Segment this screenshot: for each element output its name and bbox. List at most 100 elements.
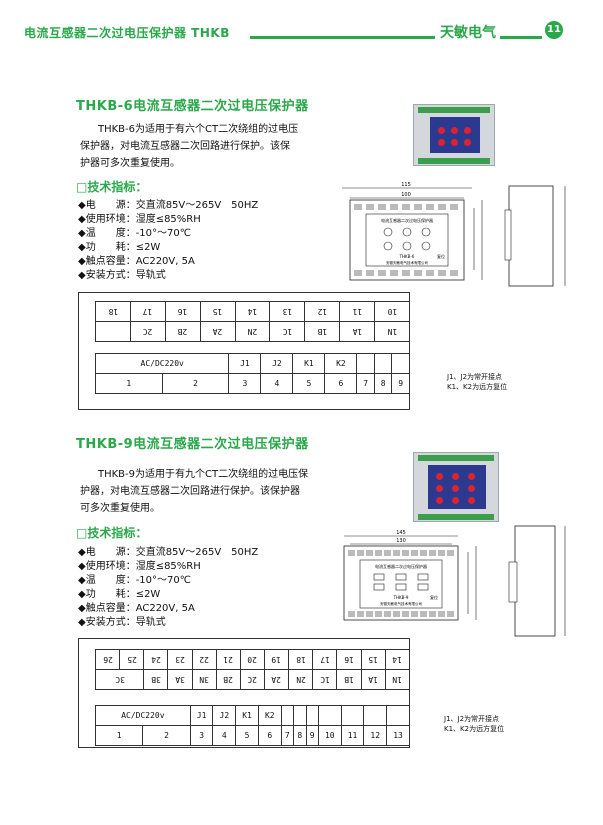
terminal-label: K2 xyxy=(324,353,358,374)
drawing-reset: 复位 xyxy=(430,594,438,600)
terminal-label xyxy=(363,705,388,726)
thkb9-terminal-frame xyxy=(78,638,410,748)
spec-item: ◆功 耗：≤2W xyxy=(78,242,161,253)
terminal-number: 14 xyxy=(385,649,410,670)
spec-item: ◆使用环境：湿度≤85%RH xyxy=(78,214,201,225)
terminal-label: 1B xyxy=(304,321,340,342)
section2-spec-heading: □技术指标： xyxy=(76,526,148,540)
terminal-number: 26 xyxy=(95,649,120,670)
thkb6-note: J1、J2为常开接点 K1、K2为远方复位 xyxy=(447,373,508,391)
terminal-number: 4 xyxy=(212,725,237,746)
terminal-number: 7 xyxy=(356,373,375,394)
thkb6-side-drawing xyxy=(503,180,578,290)
terminal-number: 6 xyxy=(324,373,358,394)
thkb6-terminal-top: 18 17 16 15 14 13 12 11 10 2C 2B 2A 2N 1… xyxy=(95,301,410,342)
terminal-label xyxy=(305,705,319,726)
section2-intro: THKB-9为适用于有九个CT二次绕组的过电压保 护器，对电流互感器二次回路进行… xyxy=(80,469,309,514)
terminal-label: 2B xyxy=(165,321,201,342)
spec-item: ◆功 耗：≤2W xyxy=(78,589,161,600)
terminal-number: 3 xyxy=(228,373,262,394)
terminal-label: J1 xyxy=(189,705,214,726)
terminal-number: 11 xyxy=(340,725,365,746)
terminal-label: 1B xyxy=(336,669,362,690)
header-rule-right xyxy=(500,36,542,39)
spec-item: ◆温 度：-10°～70℃ xyxy=(78,228,191,239)
terminal-number: 3 xyxy=(189,725,214,746)
terminal-number: 18 xyxy=(288,649,313,670)
section1-spec-list: ◆电 源：交直流85V～265V 50HZ ◆使用环境：湿度≤85%RH ◆温 … xyxy=(78,199,258,283)
drawing-model: THKB-9 xyxy=(393,595,409,600)
drawing-label-top: 电流互感器二次过电压保护器 xyxy=(381,217,433,223)
terminal-number: 25 xyxy=(119,649,144,670)
page-header: 电流互感器二次过电压保护器 THKB 天敏电气 11 xyxy=(0,0,603,44)
terminal-number: 6 xyxy=(257,725,282,746)
terminal-number: 20 xyxy=(240,649,265,670)
terminal-label xyxy=(317,705,342,726)
terminal-number: 10 xyxy=(317,725,342,746)
terminal-number: 12 xyxy=(304,301,340,322)
terminal-number: 15 xyxy=(361,649,386,670)
terminal-number: 11 xyxy=(339,301,375,322)
terminal-label xyxy=(373,353,393,374)
section1-title: THKB-6电流互感器二次过电压保护器 xyxy=(76,99,309,114)
dim-inner-label: 100 xyxy=(401,192,411,198)
terminal-number: 9 xyxy=(391,373,410,394)
terminal-number: 9 xyxy=(305,725,319,746)
thkb9-product-photo xyxy=(413,452,499,522)
terminal-number: 17 xyxy=(130,301,166,322)
header-brand: 天敏电气 xyxy=(440,25,496,41)
terminal-label: K2 xyxy=(257,705,282,726)
terminal-label: 2A xyxy=(264,669,289,690)
terminal-number: 8 xyxy=(293,725,307,746)
spec-item: ◆触点容量：AC220V, 5A xyxy=(78,603,195,614)
terminal-label: 3A xyxy=(167,669,193,690)
dim-outer-label: 115 xyxy=(401,182,411,188)
page-number: 11 xyxy=(545,21,563,39)
header-title: 电流互感器二次过电压保护器 THKB xyxy=(24,26,230,40)
terminal-label: 3C xyxy=(95,669,144,690)
terminal-number: 1 xyxy=(94,725,144,746)
terminal-number: 2 xyxy=(161,373,230,394)
spec-item: ◆温 度：-10°～70℃ xyxy=(78,575,191,586)
header-rule xyxy=(250,36,435,39)
thkb9-terminal-top: 26 25 24 23 22 21 20 19 18 17 16 15 14 3… xyxy=(95,649,410,690)
thkb9-front-drawing: 145 130 电流互感器二次过电压保护器 THKB-9 安徽天敏电气技术有限公… xyxy=(330,528,505,626)
terminal-label: AC/DC220v xyxy=(95,705,191,726)
terminal-number: 4 xyxy=(260,373,294,394)
section2-title: THKB-9电流互感器二次过电压保护器 xyxy=(76,437,309,452)
terminal-number: 16 xyxy=(336,649,362,670)
terminal-label: 1C xyxy=(269,321,305,342)
terminal-label xyxy=(293,705,307,726)
section2-spec-list: ◆电 源：交直流85V～265V 50HZ ◆使用环境：湿度≤85%RH ◆温 … xyxy=(78,546,258,630)
terminal-label: 3B xyxy=(143,669,168,690)
drawing-label-top: 电流互感器二次过电压保护器 xyxy=(375,563,427,569)
spec-item: ◆触点容量：AC220V, 5A xyxy=(78,256,195,267)
terminal-label xyxy=(356,353,375,374)
terminal-label: 2N xyxy=(235,321,270,342)
terminal-number: 12 xyxy=(363,725,388,746)
terminal-number: 10 xyxy=(374,301,410,322)
thkb6-terminal-frame xyxy=(78,292,410,410)
terminal-label: AC/DC220v xyxy=(94,353,230,374)
dim-outer-label: 145 xyxy=(396,530,406,536)
terminal-number: 16 xyxy=(165,301,201,322)
terminal-label: J1 xyxy=(228,353,262,374)
thkb9-terminal-bottom: AC/DC220v J1 J2 K1 K2 1 2 3 4 5 6 7 8 9 … xyxy=(94,705,410,746)
terminal-label xyxy=(391,353,410,374)
terminal-label: 1C xyxy=(312,669,337,690)
terminal-number: 21 xyxy=(216,649,241,670)
spec-item: ◆使用环境：湿度≤85%RH xyxy=(78,561,201,572)
terminal-label: K1 xyxy=(292,353,326,374)
thkb9-note: J1、J2为常开接点 K1、K2为远方复位 xyxy=(444,715,505,733)
terminal-label: 1N xyxy=(374,321,410,342)
terminal-label: K1 xyxy=(235,705,259,726)
terminal-number: 23 xyxy=(167,649,193,670)
terminal-label: 2C xyxy=(130,321,166,342)
terminal-label: 2C xyxy=(240,669,265,690)
terminal-number: 5 xyxy=(235,725,259,746)
terminal-label: 2B xyxy=(216,669,241,690)
terminal-label: 2N xyxy=(288,669,313,690)
thkb9-side-drawing xyxy=(503,522,578,640)
terminal-label: 1A xyxy=(361,669,386,690)
terminal-label: 1A xyxy=(339,321,375,342)
